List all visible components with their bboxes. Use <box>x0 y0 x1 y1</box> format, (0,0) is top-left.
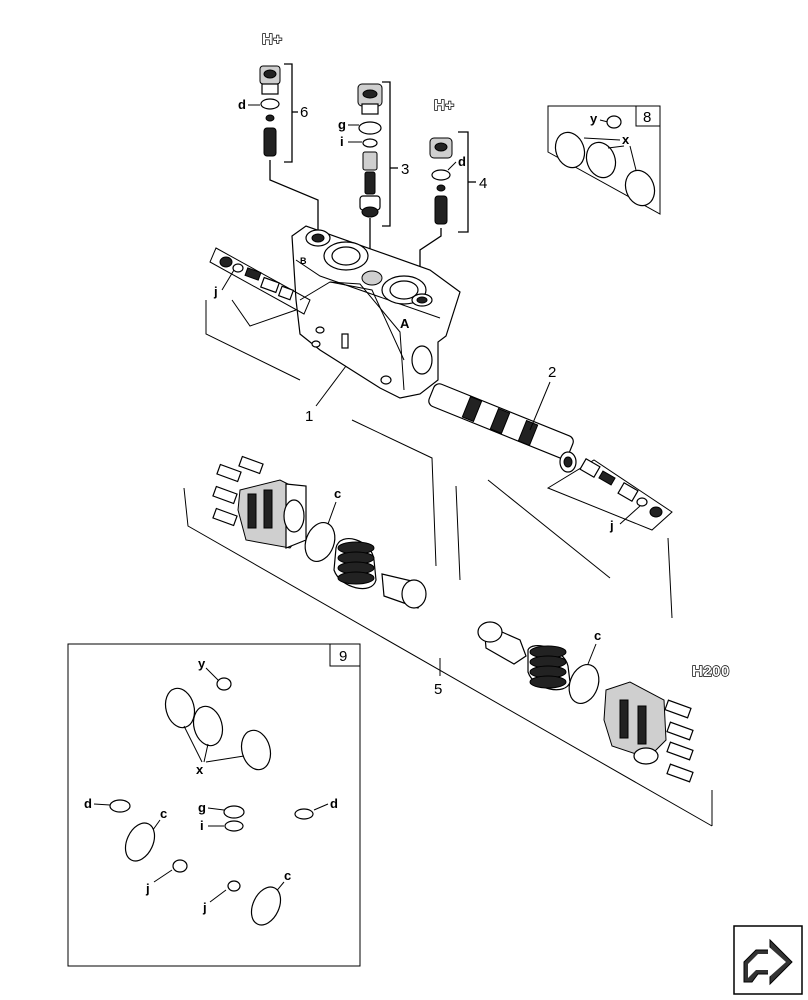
end-cap-right: c H200 <box>477 621 730 783</box>
relief-valve-group-3: 3 g i <box>338 81 409 276</box>
seal-kit-box-9: 9 y x d g i d c j j c <box>67 643 361 967</box>
ref-5: 5 <box>434 681 442 698</box>
port-a-label: A <box>400 316 410 331</box>
letter-x-box-8: x <box>622 132 630 147</box>
ref-6: 6 <box>300 104 308 121</box>
spool-2: 2 <box>428 364 577 473</box>
check-assembly-left: j <box>205 247 311 381</box>
ref-2: 2 <box>548 364 556 381</box>
h-plus-label-right: H+ <box>434 97 455 114</box>
check-assembly-right: j <box>546 457 673 533</box>
letter-c-left: c <box>334 486 341 501</box>
letter-g-group-3: g <box>338 117 346 132</box>
letter-d-group-6: d <box>238 97 246 112</box>
letter-c-box-9-lower: c <box>284 868 291 883</box>
h200-label: H200 <box>692 663 730 680</box>
letter-c-right: c <box>594 628 601 643</box>
ref-1: 1 <box>305 408 313 425</box>
ref-8: 8 <box>643 109 651 126</box>
section-bracket-5: 5 <box>183 419 713 827</box>
letter-d-box-9-right: d <box>330 796 338 811</box>
letter-j-left: j <box>213 284 218 299</box>
letter-d-group-4: d <box>458 154 466 169</box>
relief-valve-group-6: 6 d <box>238 63 319 236</box>
letter-y-box-9: y <box>198 656 206 671</box>
end-cap-left: c <box>212 455 427 609</box>
ref-4: 4 <box>479 175 487 192</box>
ref-9: 9 <box>339 648 347 665</box>
valve-body-1: A B 1 <box>291 225 461 425</box>
ref-3: 3 <box>401 161 409 178</box>
next-page-arrow-icon[interactable] <box>733 925 803 995</box>
letter-d-box-9-left: d <box>84 796 92 811</box>
letter-i-box-9: i <box>200 818 204 833</box>
h-plus-label-left: H+ <box>262 31 283 48</box>
letter-g-box-9: g <box>198 800 206 815</box>
letter-i-group-3: i <box>340 134 344 149</box>
seal-kit-box-8: 8 y x <box>547 105 661 215</box>
letter-j-right: j <box>609 518 614 533</box>
letter-j-box-9-left: j <box>145 881 150 896</box>
letter-y-box-8: y <box>590 111 598 126</box>
letter-j-box-9-right: j <box>202 900 207 915</box>
port-b-label: B <box>300 256 307 266</box>
letter-c-box-9-upper: c <box>160 806 167 821</box>
letter-x-box-9: x <box>196 762 204 777</box>
